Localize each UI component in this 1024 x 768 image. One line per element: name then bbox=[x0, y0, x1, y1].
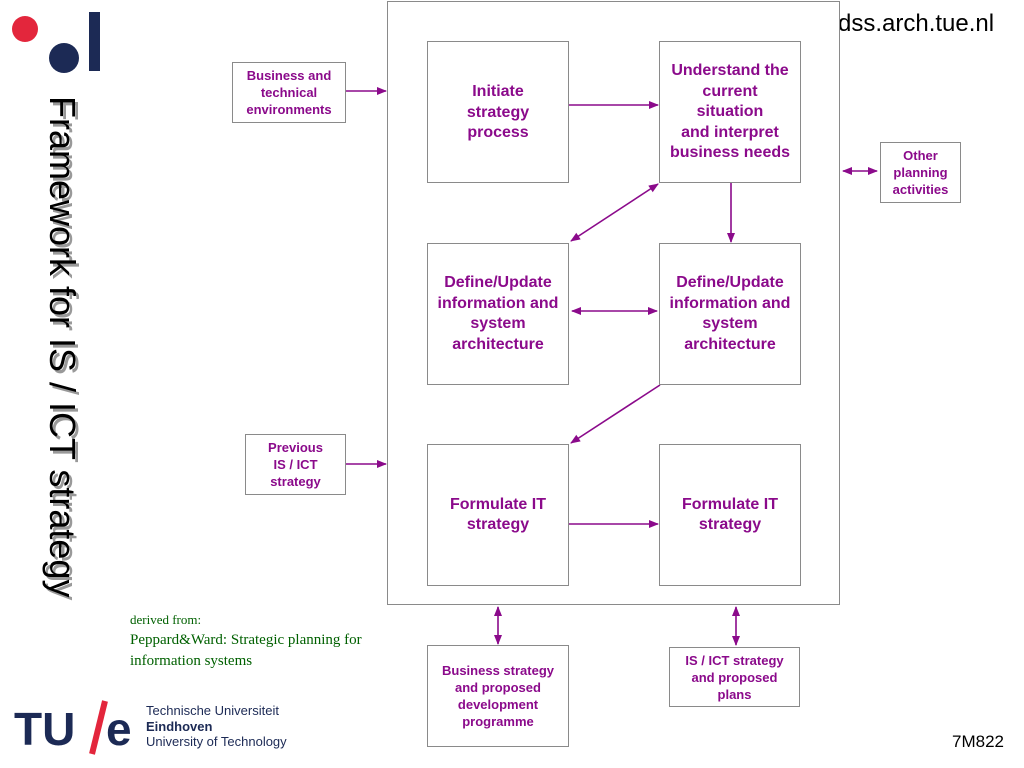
formulate-it-strategy-left-box: Formulate IT strategy bbox=[427, 444, 569, 586]
define-architecture-left-box: Define/Update information and system arc… bbox=[427, 243, 569, 385]
business-strategy-box: Business strategy and proposed developme… bbox=[427, 645, 569, 747]
dot-bar-logo-icon bbox=[12, 12, 100, 73]
arrow-define-right-formulate-left bbox=[570, 384, 661, 444]
course-code: 7M822 bbox=[952, 732, 1004, 751]
tue-logo-icon: TU e bbox=[14, 700, 132, 755]
strategy-process-frame bbox=[387, 1, 840, 605]
university-line-1: Technische Universiteit bbox=[146, 703, 279, 718]
arrow-understand-define-left bbox=[570, 183, 659, 242]
university-line-2: Eindhoven bbox=[146, 718, 213, 734]
ict-strategy-plans-box: IS / ICT strategy and proposed plans bbox=[669, 647, 800, 707]
citation-label: derived from: bbox=[130, 612, 202, 627]
other-planning-box: Other planning activities bbox=[880, 142, 961, 203]
formulate-it-strategy-right-box: Formulate IT strategy bbox=[659, 444, 801, 586]
citation-text: Peppard&Ward: Strategic planning for inf… bbox=[130, 632, 362, 669]
university-name: Technische Universiteit Eindhoven Univer… bbox=[146, 703, 287, 750]
initiate-strategy-box: Initiate strategy process bbox=[427, 41, 569, 183]
university-line-3: University of Technology bbox=[146, 734, 287, 749]
citation: derived from: Peppard&Ward: Strategic pl… bbox=[130, 612, 410, 672]
svg-text:TU: TU bbox=[14, 703, 75, 755]
define-architecture-right-box: Define/Update information and system arc… bbox=[659, 243, 801, 385]
site-url[interactable]: dss.arch.tue.nl bbox=[838, 10, 995, 37]
business-environments-box: Business and technical environments bbox=[232, 62, 346, 123]
previous-strategy-box: Previous IS / ICT strategy bbox=[245, 434, 346, 495]
understand-situation-box: Understand the current situation and int… bbox=[659, 41, 801, 183]
svg-text:e: e bbox=[106, 703, 132, 755]
